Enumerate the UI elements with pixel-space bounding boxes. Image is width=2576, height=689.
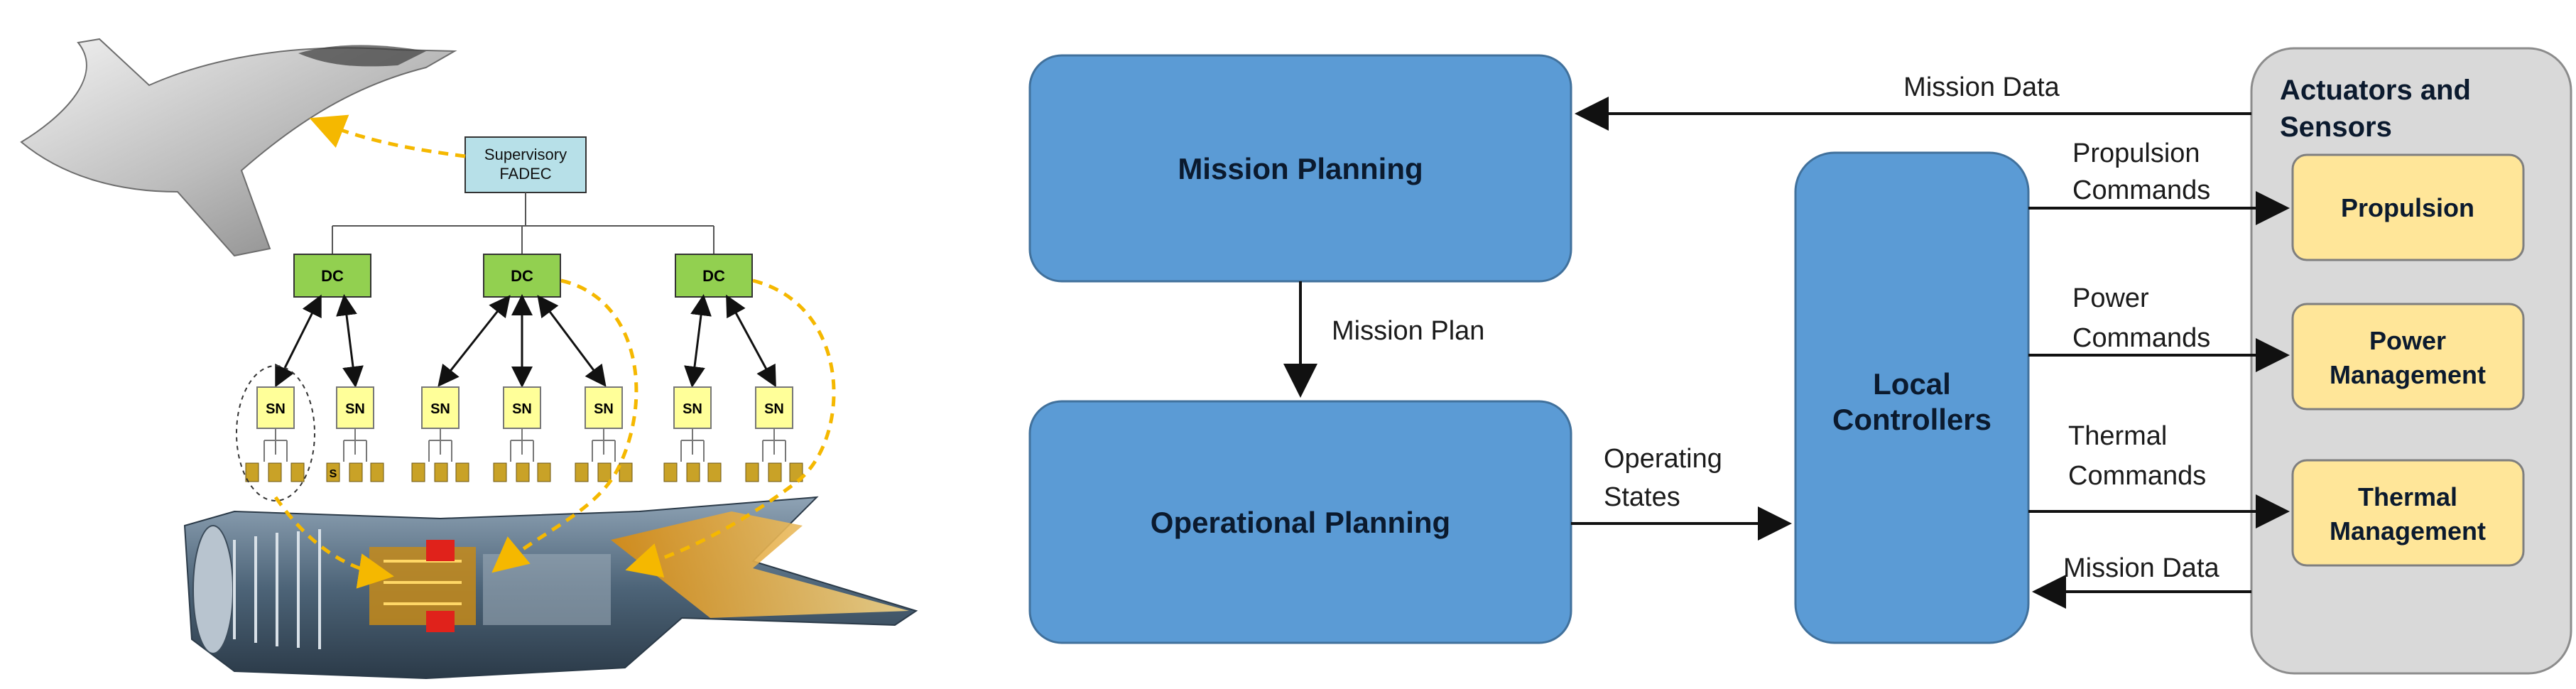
power-label: Power [2369,326,2446,355]
sn-node-4: SN [493,386,551,482]
local-controllers-box: Local Controllers [1794,151,2030,644]
sn-node-7: SN [745,386,803,482]
sn-label: SN [430,401,450,417]
sn-label: SN [764,401,784,417]
dc-label: DC [511,267,533,285]
propulsion-box: Propulsion [2291,153,2525,261]
dc-label: DC [702,267,725,285]
supervisory-fadec-box: Supervisory FADEC [464,136,587,193]
sensors-label: Sensors [2280,112,2392,143]
power-management-label: Management [2330,360,2486,389]
s-label: S [330,468,337,480]
propulsion-commands-line2: Commands [2072,175,2210,205]
sn-label: SN [512,401,532,417]
sn-node-2: SN S [326,386,384,482]
supervisory-label: Supervisory [484,146,567,163]
dc-box-1: DC [293,254,371,298]
controllers-label: Controllers [1832,403,1991,436]
local-label: Local [1873,367,1951,401]
engine-cutaway-illustration [183,496,918,680]
thermal-management-label: Management [2330,516,2486,546]
operating-label: Operating [1604,444,1722,474]
mission-data-bottom-label: Mission Data [2063,553,2219,583]
left-architecture-illustration: Supervisory FADEC DC DC DC SN [20,38,918,680]
propulsion-label: Propulsion [2341,193,2474,222]
mission-data-top-label: Mission Data [1903,72,2060,102]
thermal-label: Thermal [2358,482,2457,511]
power-commands-line1: Power [2072,283,2149,313]
operational-planning-box: Operational Planning [1028,400,1572,644]
thermal-commands-line2: Commands [2068,461,2206,491]
power-commands-line2: Commands [2072,323,2210,353]
propulsion-commands-line1: Propulsion [2072,139,2200,168]
dc-box-2: DC [483,254,561,298]
thermal-management-box: Thermal Management [2291,459,2525,567]
sn-node-5: SN [575,386,633,482]
sn-label: SN [683,401,702,417]
diagram-arrows [1283,97,2290,609]
fadec-label: FADEC [499,165,551,183]
power-management-box: Power Management [2291,303,2525,411]
dc-label: DC [321,267,344,285]
sn-to-engine-links [273,278,836,589]
states-label: States [1604,482,1680,512]
edge-labels: Mission Data Mission Plan Operating Stat… [1332,72,2219,583]
sn-node-3: SN [411,386,469,482]
actuators-label: Actuators and [2280,75,2471,106]
dc-to-sn-links [275,294,776,388]
dc-box-3: DC [675,254,753,298]
fadec-tree-lines [332,192,714,254]
thermal-commands-line1: Thermal [2068,421,2167,451]
operational-planning-label: Operational Planning [1151,506,1450,539]
sn-label: SN [266,401,286,417]
sn-node-6: SN [663,386,722,482]
fadec-to-aircraft-link [309,114,466,158]
mission-plan-label: Mission Plan [1332,316,1484,346]
aircraft-illustration [20,38,457,257]
mission-planning-label: Mission Planning [1178,152,1423,185]
sn-node-1: SN [245,386,305,482]
sn-label: SN [345,401,365,417]
sn-highlight-circle [236,365,315,501]
mission-planning-box: Mission Planning [1028,54,1572,283]
sn-label: SN [594,401,614,417]
